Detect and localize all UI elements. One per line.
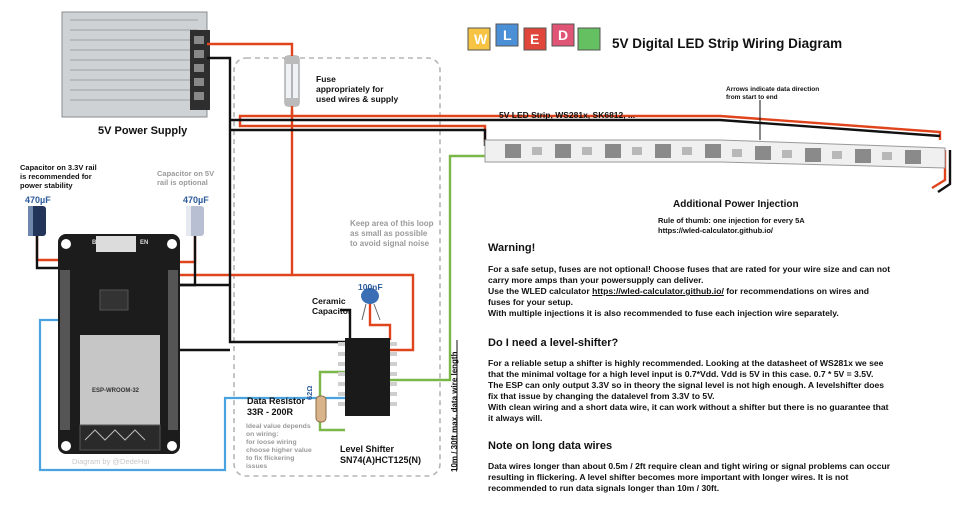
fuse-label-line3: used wires & supply — [316, 94, 399, 104]
resistor-note-5: to fix flickering — [246, 455, 295, 462]
arrows-note-line1: Arrows indicate data direction — [726, 86, 820, 93]
levelshift-line5: With clean wiring and a short data wire,… — [488, 402, 889, 412]
wled-logo — [467, 23, 601, 51]
ceramic-line2: Capacitor — [312, 306, 352, 316]
signal-loop-box — [233, 57, 441, 477]
resistor-note: Ideal value depends on wiring: for loose… — [246, 423, 312, 471]
cap5-note: Capacitor on 5V rail is optional — [157, 169, 214, 187]
level-shifter-chip — [338, 338, 397, 416]
cap33-value: 470µF — [25, 195, 51, 205]
warning-line3-end: for recommendations on wires and — [723, 286, 870, 296]
cap5-line2: rail is optional — [157, 178, 208, 187]
fuse-label: Fuse appropriately for used wires & supp… — [316, 74, 398, 104]
logo-letter-e: E — [530, 31, 540, 47]
resistor-title: Data Resistor 33R - 200R — [247, 396, 305, 418]
levelshift-line6: it always will. — [488, 413, 543, 423]
longwires-body: Data wires longer than about 0.5m / 2ft … — [488, 461, 928, 494]
power-supply-label: 5V Power Supply — [98, 125, 188, 137]
led-strip-image — [484, 100, 946, 169]
logo-letter-l: L — [503, 27, 512, 43]
injection-title: Additional Power Injection — [673, 199, 799, 210]
resistor-title-line1: Data Resistor — [247, 396, 306, 406]
levelshift-body: For a reliable setup a shifter is highly… — [488, 358, 928, 424]
wled-calculator-link[interactable]: https://wled-calculator.github.io/ — [592, 286, 724, 296]
cap33-line3: power stability — [20, 181, 73, 190]
resistor-image — [315, 395, 327, 423]
page-title: 5V Digital LED Strip Wiring Diagram — [612, 36, 843, 51]
esp-boot-label: BOOT — [92, 240, 110, 246]
cap33-note: Capacitor on 3.3V rail is recommended fo… — [20, 163, 97, 190]
warning-line3-start: Use the WLED calculator — [488, 286, 593, 296]
cap33-line1: Capacitor on 3.3V rail — [20, 163, 97, 172]
logo-letter-d: D — [558, 27, 569, 43]
warning-line3: Use the WLED calculator https://wled-cal… — [488, 286, 928, 297]
logo-letter-w: W — [474, 31, 488, 47]
arrows-note-line2: from start to end — [726, 94, 778, 101]
arrows-note: Arrows indicate data direction from star… — [726, 86, 819, 102]
resistor-note-6: issues — [246, 463, 268, 470]
ceramic-label: Ceramic Capacitor — [312, 296, 351, 316]
loop-note-line3: to avoid signal noise — [350, 239, 430, 248]
esp32-board-image — [58, 234, 180, 454]
ceramic-value: 100nF — [358, 282, 383, 292]
warning-line5: With multiple injections it is also reco… — [488, 308, 839, 318]
esp-module-label: ESP-WROOM-32 — [92, 388, 140, 394]
level-shifter-line1: Level Shifter — [340, 444, 395, 454]
longwires-line2: resulting in flickering. A level shifter… — [488, 472, 849, 482]
power-supply-image — [61, 11, 210, 118]
capacitor-5v-image — [186, 206, 204, 236]
level-shifter-label: Level Shifter SN74(A)HCT125(N) — [340, 444, 421, 466]
loop-note: Keep area of this loop as small as possi… — [350, 219, 434, 249]
resistor-note-2: on wiring: — [246, 431, 279, 438]
cap5-line1: Capacitor on 5V — [157, 169, 215, 178]
level-shifter-line2: SN74(A)HCT125(N) — [340, 455, 422, 465]
warning-line4: fuses for your setup. — [488, 297, 573, 307]
diagram-credit: Diagram by @DedeHai — [72, 457, 150, 466]
levelshift-line2: that the minimal voltage for a high leve… — [488, 369, 874, 379]
warning-line1: For a safe setup, fuses are not optional… — [488, 264, 891, 274]
longwires-line3: recommended to run data signals longer t… — [488, 483, 720, 493]
cap33-line2: is recommended for — [20, 172, 92, 181]
levelshift-heading: Do I need a level-shifter? — [488, 337, 619, 349]
injection-note: Rule of thumb: one injection for every 5… — [658, 216, 805, 236]
led-strip-label: 5V LED Strip, WS281x, SK6812, ... — [499, 110, 636, 120]
fuse-label-line2: appropriately for — [316, 84, 384, 94]
longwires-heading: Note on long data wires — [488, 440, 613, 452]
fuse-image — [284, 55, 300, 107]
levelshift-line3: The ESP can only output 3.3V so in theor… — [488, 380, 885, 390]
levelshift-line1: For a reliable setup a shifter is highly… — [488, 358, 884, 368]
resistor-value: 62Ω — [305, 385, 314, 400]
longwires-line1: Data wires longer than about 0.5m / 2ft … — [488, 461, 891, 471]
resistor-note-1: Ideal value depends — [246, 423, 311, 430]
esp-en-label: EN — [140, 240, 149, 246]
resistor-title-line2: 33R - 200R — [247, 407, 294, 417]
warning-heading: Warning! — [488, 242, 536, 254]
injection-rule: Rule of thumb: one injection for every 5… — [658, 216, 805, 225]
warning-body: For a safe setup, fuses are not optional… — [488, 264, 928, 319]
wire-length-label: 10m / 30ft max. data wire length — [450, 351, 459, 472]
warning-line2: carry more amps than your powersupply ca… — [488, 275, 704, 285]
injection-url: https://wled-calculator.github.io/ — [658, 226, 774, 235]
cap5-value: 470µF — [183, 195, 209, 205]
capacitor-3v3-image — [28, 206, 46, 236]
levelshift-line4: fix that issue by changing the datalevel… — [488, 391, 715, 401]
ceramic-capacitor-image — [361, 288, 381, 321]
loop-note-line1: Keep area of this loop — [350, 219, 434, 228]
resistor-note-3: for loose wiring — [246, 439, 297, 446]
resistor-note-4: choose higher value — [246, 447, 312, 454]
fuse-label-line1: Fuse — [316, 74, 336, 84]
loop-note-line2: as small as possible — [350, 229, 428, 238]
ceramic-line1: Ceramic — [312, 296, 346, 306]
